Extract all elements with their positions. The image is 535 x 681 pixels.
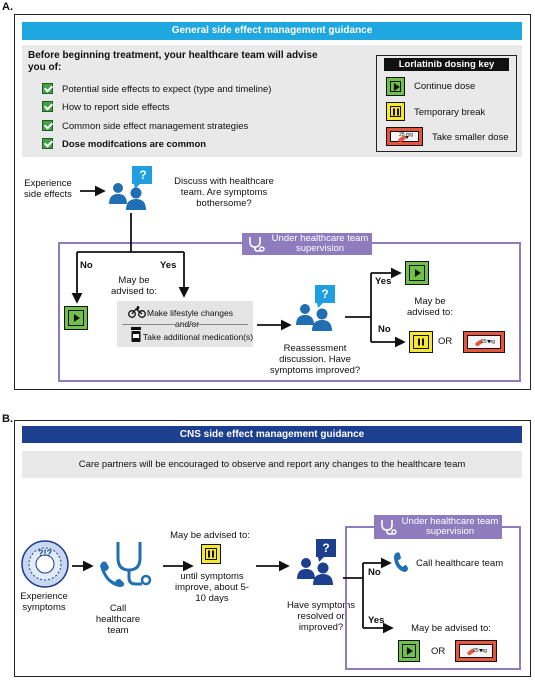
smaller-dose-icon: 25 mg — [463, 331, 505, 353]
supervision-label: Under healthcare team supervision — [271, 233, 369, 254]
divider — [122, 324, 248, 325]
yes-label: Yes — [375, 276, 392, 287]
or-label: OR — [431, 646, 446, 657]
experience-side-effects: Experience side effects — [24, 178, 72, 200]
care-partner-text: Care partners will be encouraged to obse… — [78, 459, 466, 470]
mg-label: 25 mg — [481, 339, 495, 345]
medication-text: Take additional medication(s) — [143, 332, 254, 342]
discuss-text: Discuss with healthcare team. Are sympto… — [174, 176, 274, 209]
question-mark: ? — [322, 541, 330, 555]
key-smaller-label: Take smaller dose — [432, 132, 509, 143]
continue-dose-icon — [398, 640, 420, 662]
checkmark-icon — [42, 120, 53, 131]
phone-stethoscope-icon — [100, 542, 152, 587]
panel-b-frame — [14, 420, 531, 677]
key-continue-label: Continue dose — [414, 81, 476, 92]
supervision-label: Under healthcare team supervision — [401, 516, 499, 537]
call-healthcare-team: Call healthcare team — [416, 558, 504, 569]
checkmark-icon — [42, 101, 53, 112]
no-label: No — [368, 567, 381, 578]
may-be-advised: May be advised to: — [411, 623, 491, 634]
continue-dose-icon — [405, 261, 429, 285]
medication-bottle-icon — [131, 327, 141, 342]
key-break-label: Temporary break — [414, 107, 486, 118]
temporary-break-icon — [409, 331, 433, 353]
no-label: No — [80, 260, 93, 271]
or-label: OR — [438, 336, 453, 347]
continue-dose-icon — [64, 306, 88, 330]
until-text: until symptoms improve, about 5-10 days — [175, 571, 249, 604]
question-mark: ? — [321, 287, 329, 301]
no-label: No — [378, 324, 391, 335]
stethoscope-icon — [381, 520, 397, 535]
panel-a-frame — [14, 14, 531, 390]
mg-label: 25 mg — [399, 132, 413, 138]
question-mark: ? — [139, 168, 147, 182]
yes-label: Yes — [160, 260, 177, 271]
panel-a-header: General side effect management guidance — [22, 22, 522, 40]
checklist-item: How to report side effects — [62, 102, 170, 113]
head-icon — [21, 540, 69, 588]
experience-symptoms: Experience symptoms — [20, 591, 68, 613]
yes-label: Yes — [368, 615, 385, 626]
panel-b-letter: B. — [2, 413, 13, 425]
smaller-dose-icon: 25 mg — [386, 127, 423, 146]
care-partner-banner — [22, 451, 522, 478]
smaller-dose-icon: 25 mg — [455, 640, 497, 662]
mg-label: 25 mg — [473, 648, 487, 654]
lifestyle-text: Make lifestyle changes — [147, 308, 233, 318]
supervision-tag: Under healthcare team supervision — [374, 515, 502, 539]
checklist-item: Common side effect management strategies — [62, 121, 249, 132]
call-healthcare-team: Call healthcare team — [95, 603, 141, 636]
checklist-item: Potential side effects to expect (type a… — [62, 84, 272, 95]
panel-a-letter: A. — [2, 1, 13, 13]
reassessment-icon — [296, 285, 335, 331]
continue-dose-icon — [386, 77, 405, 96]
phone-icon — [394, 552, 408, 572]
checkmark-icon — [42, 83, 53, 94]
intro-text: Before beginning treatment, your healthc… — [28, 50, 318, 73]
bicycle-icon — [128, 306, 146, 318]
dosing-key-title: Lorlatinib dosing key — [384, 58, 509, 71]
panel-b-header: CNS side effect management guidance — [22, 426, 522, 443]
stethoscope-icon — [249, 237, 265, 252]
supervision-tag: Under healthcare team supervision — [242, 233, 372, 255]
discussion-icon — [297, 539, 336, 585]
resolved-text: Have symptoms resolved or improved? — [286, 600, 356, 633]
may-be-advised: May be advised to: — [111, 275, 157, 297]
temporary-break-icon — [386, 102, 405, 121]
checklist-item: Dose modifcations are common — [62, 139, 207, 150]
discussion-icon — [109, 166, 152, 210]
may-be-advised: May be advised to: — [170, 530, 250, 541]
temporary-break-icon — [201, 544, 221, 564]
head-marks: ?!? — [38, 548, 52, 558]
may-be-advised: May be advised to: — [407, 296, 453, 318]
reassess-text: Reassessment discussion. Have symptoms i… — [269, 343, 361, 376]
checkmark-icon — [42, 138, 53, 149]
